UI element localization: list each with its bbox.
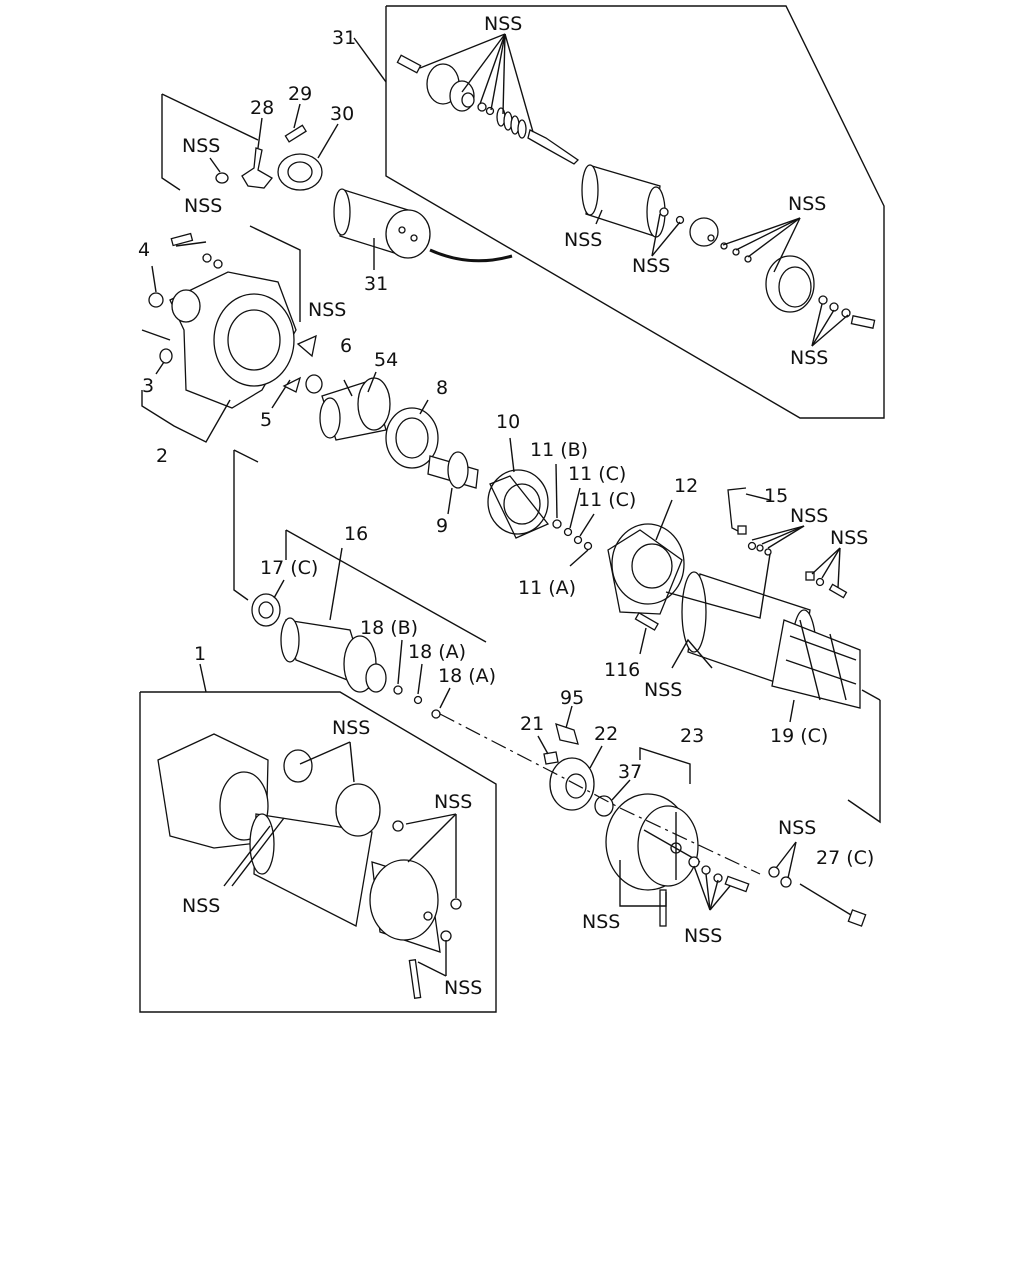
label-15: 15	[764, 485, 788, 507]
label-18a-2: 18 (A)	[438, 665, 496, 687]
armature-16	[233, 449, 487, 719]
label-6: 6	[340, 335, 352, 357]
nss-label: NSS	[830, 527, 868, 549]
label-11a: 11 (A)	[518, 577, 576, 599]
rear-cover-23	[605, 747, 867, 927]
label-9: 9	[436, 515, 448, 537]
nss-label: NSS	[788, 193, 826, 215]
complete-starter-inset	[139, 663, 497, 1013]
label-31-inset: 31	[332, 27, 356, 49]
label-27c: 27 (C)	[816, 847, 874, 869]
nss-label: NSS	[644, 679, 682, 701]
bracket-parts	[161, 93, 339, 191]
yoke-12	[607, 499, 881, 824]
label-10: 10	[496, 411, 520, 433]
label-12: 12	[674, 475, 698, 497]
solenoid-detail-inset	[353, 5, 885, 419]
label-22: 22	[594, 723, 618, 745]
label-11c-1: 11 (C)	[568, 463, 626, 485]
assembly-axis-line	[439, 713, 761, 875]
label-21: 21	[520, 713, 544, 735]
nss-labels: NSS NSS NSS NSS NSS NSS NSS NSS NSS NSS …	[182, 13, 868, 999]
nss-label: NSS	[184, 195, 222, 217]
label-31: 31	[364, 273, 388, 295]
label-30: 30	[330, 103, 354, 125]
nss-label: NSS	[484, 13, 522, 35]
nss-label: NSS	[182, 895, 220, 917]
nss-label: NSS	[564, 229, 602, 251]
label-95: 95	[560, 687, 584, 709]
nss-label: NSS	[684, 925, 722, 947]
label-2: 2	[156, 445, 168, 467]
label-8: 8	[436, 377, 448, 399]
nss-label: NSS	[308, 299, 346, 321]
label-29: 29	[288, 83, 312, 105]
label-28: 28	[250, 97, 274, 119]
nss-label: NSS	[434, 791, 472, 813]
nss-label: NSS	[778, 817, 816, 839]
solenoid-31	[333, 188, 513, 270]
label-5: 5	[260, 409, 272, 431]
nss-label: NSS	[332, 717, 370, 739]
nss-label: NSS	[632, 255, 670, 277]
drive-housing-2	[141, 225, 317, 443]
label-17c: 17 (C)	[260, 557, 318, 579]
label-4: 4	[138, 239, 150, 261]
nss-label: NSS	[444, 977, 482, 999]
part-labels: 31 31 28 29 30 4 3 2 5 6 54 8 9 10 11 (B…	[138, 27, 874, 869]
nss-label: NSS	[582, 911, 620, 933]
label-18b: 18 (B)	[360, 617, 418, 639]
label-3: 3	[142, 375, 154, 397]
label-54: 54	[374, 349, 398, 371]
label-1: 1	[194, 643, 206, 665]
nss-label: NSS	[790, 347, 828, 369]
pinion-clutch-parts	[305, 371, 595, 567]
label-23: 23	[680, 725, 704, 747]
label-18a-1: 18 (A)	[408, 641, 466, 663]
label-116: 116	[604, 659, 640, 681]
nss-label: NSS	[790, 505, 828, 527]
brush-lead-15	[727, 487, 848, 599]
label-11b: 11 (B)	[530, 439, 588, 461]
label-37: 37	[618, 761, 642, 783]
brush-holder-22	[537, 705, 631, 817]
nss-label: NSS	[182, 135, 220, 157]
label-11c-2: 11 (C)	[578, 489, 636, 511]
label-19c: 19 (C)	[770, 725, 828, 747]
label-16: 16	[344, 523, 368, 545]
